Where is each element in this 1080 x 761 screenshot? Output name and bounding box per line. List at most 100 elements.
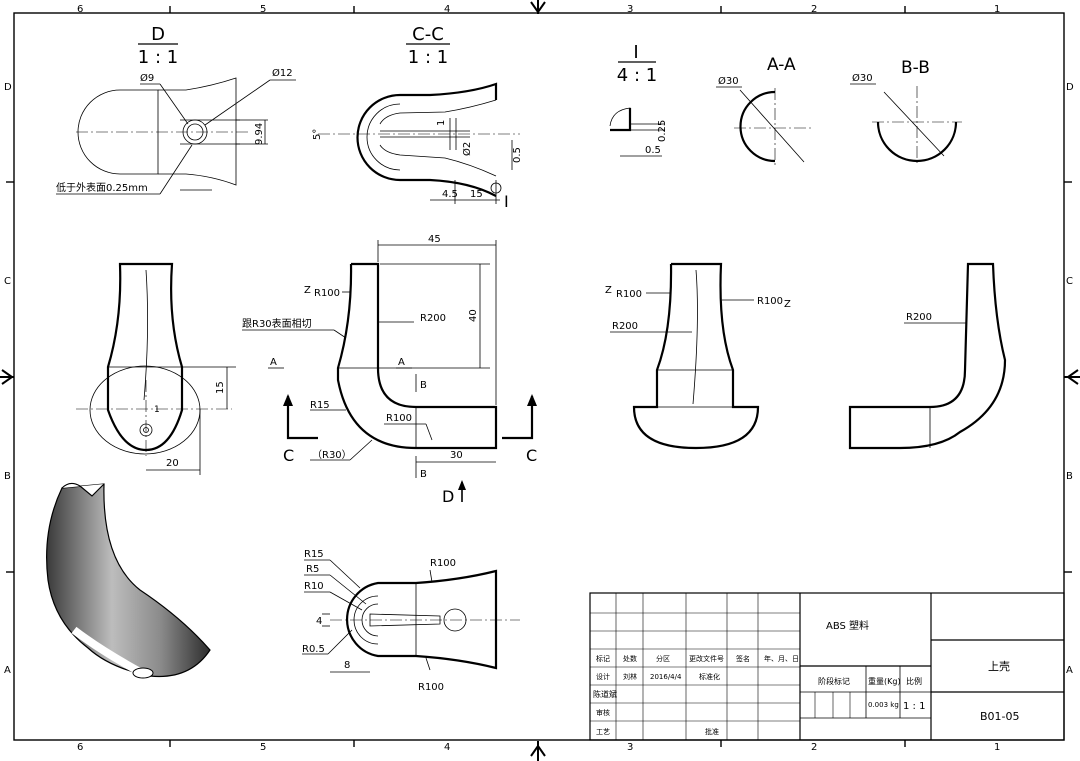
zone-row-a-left: A — [4, 665, 11, 676]
zone-col-4-bottom: 4 — [444, 742, 450, 753]
tb-process-label: 工艺 — [596, 728, 610, 736]
main-dim-r15: R15 — [310, 400, 330, 411]
bottom-dim-r05: R0.5 — [302, 644, 325, 655]
side-dim-r100r: R100 — [757, 296, 783, 307]
main-sec-b2: B — [420, 469, 427, 480]
tb-part-name: 上壳 — [988, 659, 1010, 673]
tb-drawing-no: B01-05 — [980, 710, 1020, 723]
detail-i-scale: 4 : 1 — [617, 65, 657, 86]
tb-col-zone: 分区 — [656, 654, 670, 663]
main-sec-a1: A — [270, 357, 277, 368]
tb-material: ABS 塑料 — [826, 619, 869, 632]
section-cc-dim-15: 15 — [470, 189, 483, 200]
section-cc-scale: 1 : 1 — [408, 47, 448, 68]
main-dim-40: 40 — [468, 309, 479, 322]
detail-d-view: D 1 : 1 9.94 Ø9 Ø12 低于外表面0.25mm — [56, 24, 296, 195]
zone-col-2-top: 2 — [811, 4, 817, 15]
tb-approve-label: 批准 — [705, 727, 719, 736]
section-cc-dim-05: 0.5 — [512, 147, 523, 163]
section-cc-detail-ref: I — [504, 192, 509, 211]
main-dim-r200: R200 — [420, 313, 446, 324]
side-view: R100 Z R100 Z R200 — [605, 262, 791, 450]
zone-row-b-left: B — [4, 471, 11, 482]
main-view-d: D — [442, 487, 454, 506]
section-cc-dim-5deg: 5° — [312, 129, 323, 140]
detail-i-title: I — [633, 42, 638, 63]
bottom-dim-r100b: R100 — [418, 682, 444, 693]
bottom-dim-r100t: R100 — [430, 558, 456, 569]
main-view: 45 40 R100 Z R200 跟R30表面相切 A A B B R15 R… — [242, 234, 537, 506]
zone-row-c-left: C — [4, 276, 11, 287]
section-cc-dim-45: 4.5 — [442, 189, 458, 200]
section-cc-dim-1: 1 — [436, 120, 447, 126]
tb-col-date: 年、月、日 — [764, 654, 799, 663]
front-view: 15 20 1 — [76, 262, 236, 475]
main-dim-45: 45 — [428, 234, 441, 245]
tb-stage-label: 阶段标记 — [818, 676, 850, 686]
zone-row-b-right: B — [1066, 471, 1073, 482]
zone-row-d-left: D — [4, 82, 12, 93]
svg-text:Z: Z — [304, 285, 311, 296]
tb-date: 2016/4/4 — [650, 673, 682, 681]
right-view: R200 — [848, 262, 1007, 450]
bottom-view: R15 R5 R10 R100 R0.5 4 8 R100 — [302, 549, 520, 693]
detail-d-dim-dia12: Ø12 — [272, 67, 293, 79]
right-dim-r200: R200 — [906, 312, 932, 323]
tb-col-count: 处数 — [623, 654, 637, 663]
section-bb-view: B-B Ø30 — [850, 58, 962, 166]
tb-col-mark: 标记 — [596, 654, 610, 663]
front-dim-15: 15 — [215, 381, 226, 394]
zone-col-1-bottom: 1 — [994, 742, 1000, 753]
side-dim-r100l: R100 — [616, 289, 642, 300]
svg-text:Z: Z — [605, 285, 612, 296]
zone-col-3-top: 3 — [627, 4, 633, 15]
section-aa-dim: Ø30 — [718, 75, 739, 87]
detail-d-dim-994: 9.94 — [254, 123, 265, 145]
bottom-dim-r10: R10 — [304, 581, 324, 592]
zone-row-a-right: A — [1066, 665, 1073, 676]
tb-scale-label: 比例 — [906, 676, 922, 686]
section-cc-title: C-C — [412, 24, 444, 45]
section-bb-title: B-B — [901, 58, 930, 78]
tb-scale: 1 : 1 — [903, 701, 925, 712]
bottom-dim-r15: R15 — [304, 549, 324, 560]
main-sec-b1: B — [420, 380, 427, 391]
detail-d-dim-dia9: Ø9 — [140, 72, 154, 84]
zone-col-5-bottom: 5 — [260, 742, 266, 753]
section-bb-dim: Ø30 — [852, 72, 873, 84]
tb-col-sign: 签名 — [736, 654, 750, 663]
front-dim-1: 1 — [154, 405, 160, 415]
main-dim-r100b: R100 — [386, 413, 412, 424]
zone-col-6-top: 6 — [77, 4, 83, 15]
tb-designer: 刘林 — [623, 672, 637, 681]
bottom-dim-8: 8 — [344, 660, 350, 671]
detail-i-dim-025: 0.25 — [657, 120, 668, 142]
title-block — [589, 592, 1065, 741]
main-sec-a2: A — [398, 357, 405, 368]
main-note: 跟R30表面相切 — [242, 317, 312, 330]
bottom-dim-4: 4 — [316, 616, 322, 627]
tb-design-label: 设计 — [596, 672, 610, 681]
detail-d-title: D — [151, 24, 165, 45]
tb-col-change: 更改文件号 — [689, 654, 724, 663]
zone-col-6-bottom: 6 — [77, 742, 83, 753]
main-sec-c2: C — [526, 446, 537, 465]
tb-std-label: 标准化 — [699, 672, 720, 681]
isometric-view — [46, 482, 211, 679]
zone-ticks — [6, 6, 1072, 747]
main-dim-r100a: R100 — [314, 288, 340, 299]
detail-d-note: 低于外表面0.25mm — [56, 181, 148, 194]
tb-review-label: 审核 — [596, 708, 610, 717]
zone-col-1-top: 1 — [994, 4, 1000, 15]
zone-col-3-bottom: 3 — [627, 742, 633, 753]
svg-text:Z: Z — [784, 299, 791, 310]
front-dim-20: 20 — [166, 458, 179, 469]
zone-col-2-bottom: 2 — [811, 742, 817, 753]
section-aa-view: A-A Ø30 — [716, 55, 812, 166]
section-cc-view: C-C 1 : 1 5° 1 Ø2 0.5 4.5 15 I — [312, 24, 523, 211]
main-sec-c1: C — [283, 446, 294, 465]
detail-d-scale: 1 : 1 — [138, 47, 178, 68]
detail-i-dim-05: 0.5 — [645, 145, 661, 156]
zone-row-c-right: C — [1066, 276, 1073, 287]
